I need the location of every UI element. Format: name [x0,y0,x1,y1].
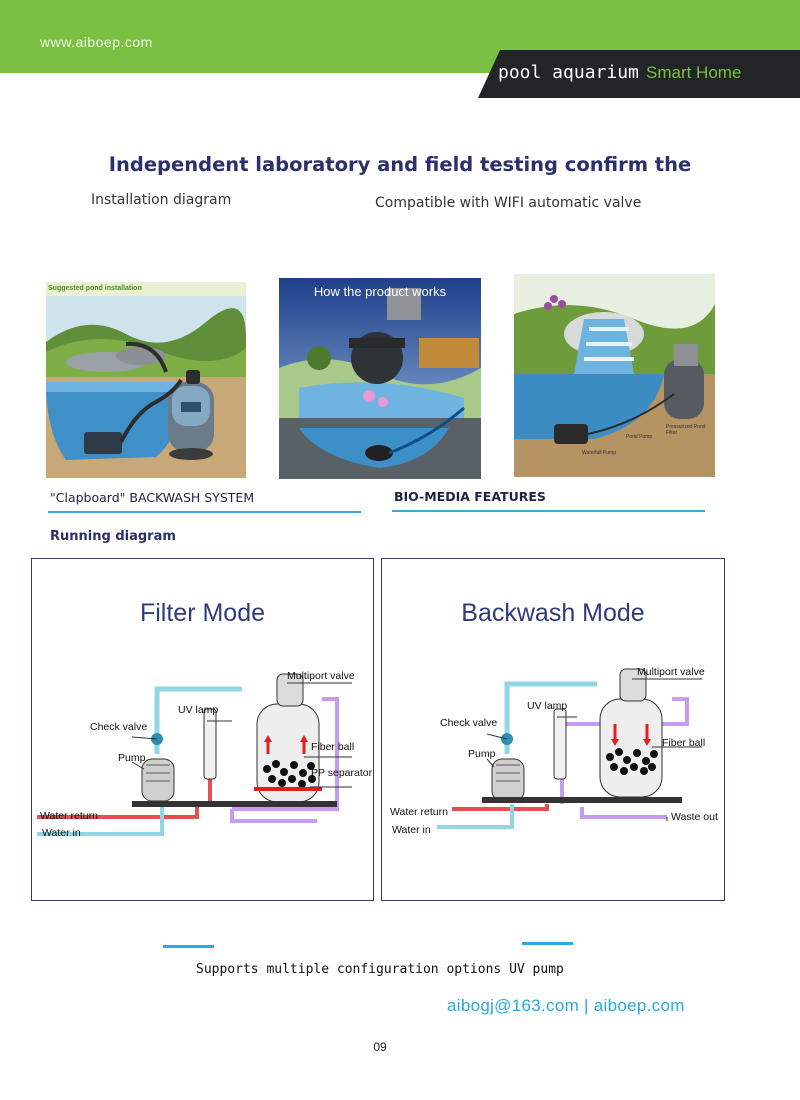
pond-installation-photo: Suggested pond installation [46,282,246,478]
accent-line [163,945,214,948]
backwash-system-label: "Clapboard" BACKWASH SYSTEM [50,490,255,505]
page-headline: Independent laboratory and field testing… [108,153,692,176]
multiport-valve-label: Multiport valve [287,670,355,682]
running-diagram-heading: Running diagram [50,529,176,544]
installation-heading: Installation diagram [91,192,232,208]
contact-link[interactable]: aibogj@163.com | aiboep.com [447,996,685,1015]
panel-title: Backwash Mode [461,599,645,627]
photo-label: Pond Pump [626,434,653,440]
uv-lamp-label: UV lamp [527,700,568,712]
site-url[interactable]: www.aiboep.com [40,34,153,50]
water-in-label: Water in [42,827,81,839]
page-number: 09 [373,1040,387,1054]
pump-label: Pump [118,752,146,764]
brand-badge [478,50,800,98]
water-in-label: Water in [392,824,431,836]
photo-caption: How the product works [313,284,447,299]
divider [392,510,705,512]
accent-line [522,942,573,945]
pump-label: Pump [468,748,496,760]
wifi-heading: Compatible with WIFI automatic valve [375,195,642,211]
brand-main: pool aquarium [498,62,639,83]
backwash-mode-diagram [437,668,702,829]
product-works-photo: How the product works [279,278,481,479]
water-return-label: Water return [40,810,98,822]
check-valve-label: Check valve [90,721,148,733]
supports-text: Supports multiple configuration options … [196,962,564,977]
bio-media-label: BIO-MEDIA FEATURES [394,489,546,504]
photo-label: Pressurized Pond Filter [666,424,706,436]
filter-mode-panel: Filter Mode Multipo [31,558,374,901]
check-valve-label: Check valve [440,717,498,729]
waste-out-label: Waste out [671,811,718,823]
multiport-valve-label: Multiport valve [637,666,705,678]
brand-sub: Smart Home [646,63,742,82]
fiber-ball-label: Fiber ball [311,741,355,753]
divider [48,511,361,513]
fiber-ball-label: Fiber ball [662,737,706,749]
pp-separator-label: PP separator [311,767,373,779]
uv-lamp-label: UV lamp [178,704,219,716]
photo-caption: Suggested pond installation [48,285,142,292]
panel-title: Filter Mode [139,599,266,627]
waterfall-photo: Pressurized Pond Filter Pond Pump Waterf… [514,274,715,477]
photo-label: Waterfall Pump [582,450,616,456]
water-return-label: Water return [390,806,448,818]
filter-mode-diagram [37,673,352,836]
backwash-mode-panel: Backwash Mode Multiport valve UV lamp Ch… [381,558,725,901]
